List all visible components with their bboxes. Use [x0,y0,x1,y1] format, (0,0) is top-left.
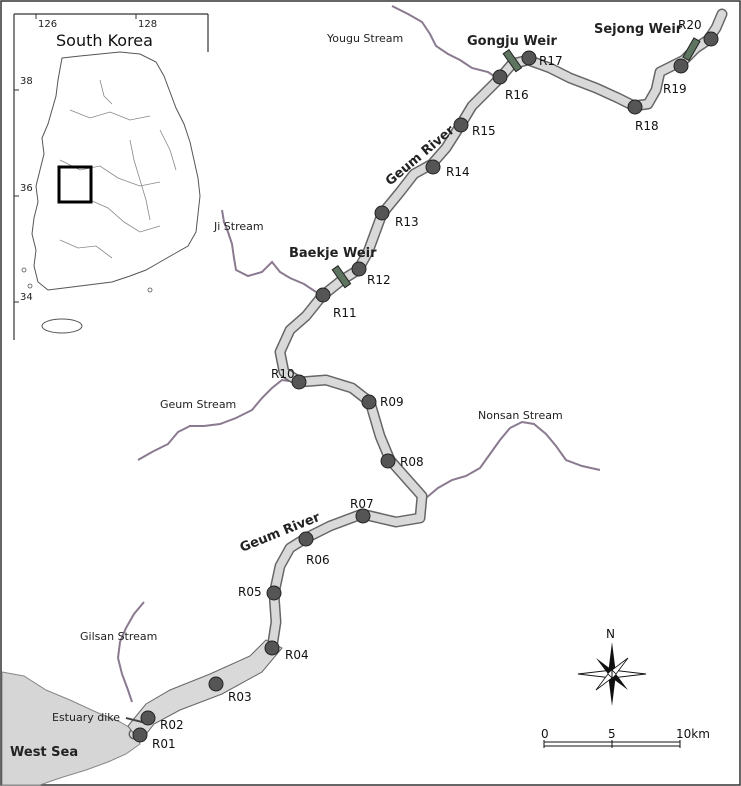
yougu-stream-label: Yougu Stream [326,32,403,45]
site-label-r17: R17 [539,54,563,68]
site-marker-r10 [291,374,307,390]
inset-island [147,287,153,293]
river-estuary-wide [127,639,283,743]
site-marker-r07 [355,508,371,524]
site-dots [132,31,719,743]
site-marker-r03 [208,676,224,692]
site-label-r06: R06 [306,553,330,567]
site-label-r08: R08 [400,455,424,469]
inset-island [27,283,33,289]
streams [116,5,601,703]
inset-title: South Korea [56,31,153,50]
study-area-box [57,165,93,204]
site-marker-r14 [425,159,441,175]
scale-label-10: 10km [676,727,710,741]
site-label-r15: R15 [472,124,496,138]
site-label-r19: R19 [663,82,687,96]
inset-lon-label-128: 128 [138,19,157,30]
site-label-r16: R16 [505,88,529,102]
scale-label-5: 5 [608,727,616,741]
site-label-r20: R20 [678,18,702,32]
site-label-r18: R18 [635,119,659,133]
site-marker-r02 [140,710,156,726]
site-marker-r05 [266,585,282,601]
site-marker-r20 [703,31,719,47]
site-marker-r17 [521,50,537,66]
site-marker-r01 [132,727,148,743]
site-label-r11: R11 [333,306,357,320]
north-arrow-nw [596,658,612,674]
baekje-weir-marker [331,264,352,289]
nonsan-stream-label: Nonsan Stream [478,409,563,422]
site-marker-r13 [374,205,390,221]
site-label-r04: R04 [285,648,309,662]
gongju-weir-label: Gongju Weir [467,34,558,49]
sejong-weir-label: Sejong Weir [594,22,683,37]
nonsan-stream-line [425,420,601,499]
inset-island [21,267,27,273]
scale-label-0: 0 [541,727,549,741]
geum-river [127,8,728,743]
north-label: N [606,627,615,641]
jeju-island [41,318,83,334]
gongju-weir-marker [502,48,523,73]
inset-lat-label-38: 38 [20,76,33,87]
site-marker-r16 [492,69,508,85]
north-arrow-se [612,674,628,690]
gilsan-stream-label: Gilsan Stream [80,630,157,643]
north-arrow: N [577,627,647,706]
site-label-r02: R02 [160,718,184,732]
north-arrow-s [608,674,616,706]
north-arrow-n [608,642,616,674]
sejong-weir-marker [682,37,701,62]
site-label-r14: R14 [446,165,470,179]
site-label-r12: R12 [367,273,391,287]
site-label-r01: R01 [152,737,176,751]
river-channel-fill [130,10,726,738]
ji-stream-label: Ji Stream [213,220,264,233]
inset-map: 126 128 38 36 34 South Korea [13,13,209,340]
site-label-r03: R03 [228,690,252,704]
estuary-dike-label: Estuary dike [52,711,120,724]
north-arrow-sw [595,673,613,691]
site-marker-r12 [351,261,367,277]
site-marker-r08 [380,453,396,469]
yougu-stream-line [391,5,501,81]
site-marker-r15 [453,117,469,133]
site-label-r13: R13 [395,215,419,229]
site-marker-r18 [627,99,643,115]
site-label-r05: R05 [238,585,262,599]
geum-river-label-upper: Geum River [383,123,458,189]
ji-stream-line [221,209,317,293]
north-arrow-ne [611,657,629,675]
site-label-r09: R09 [380,395,404,409]
geum-stream-label: Geum Stream [160,398,236,411]
site-labels: R01 R02 R03 R04 R05 R06 R07 R08 R09 R10 R11 R12 R13 R… [152,18,702,751]
inset-lat-label-36: 36 [20,183,33,194]
weir-markers [331,37,701,289]
inset-rivers [59,79,177,259]
site-label-r10: R10 [271,367,295,381]
west-sea [1,671,141,786]
gilsan-stream-line [116,601,145,703]
west-sea-label: West Sea [10,745,78,760]
site-marker-r09 [361,394,377,410]
inset-lat-label-34: 34 [20,292,33,303]
inset-lon-label-126: 126 [38,19,57,30]
river-channel-edge [128,8,728,740]
baekje-weir-label: Baekje Weir [289,246,377,261]
geum-stream-line [137,378,297,461]
scale-bar: 0 5 10km [541,727,710,748]
site-label-r07: R07 [350,497,374,511]
site-marker-r06 [298,531,314,547]
north-arrow-e [611,669,647,679]
site-marker-r04 [264,640,280,656]
site-marker-r11 [315,287,331,303]
site-marker-r19 [673,58,689,74]
